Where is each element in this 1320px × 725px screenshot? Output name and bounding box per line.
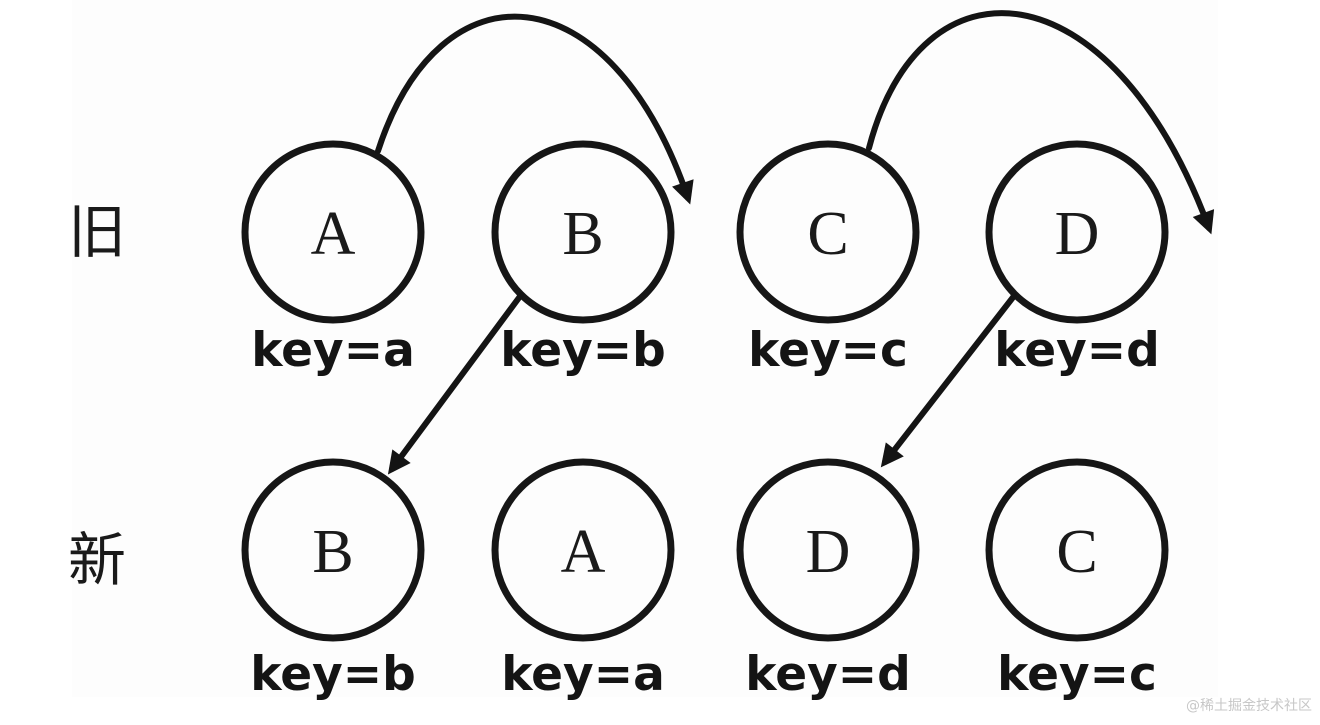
row-label-old: 旧: [68, 200, 126, 265]
old-node-b-circle: [491, 140, 675, 324]
old-node-c-circle: [736, 140, 920, 324]
old-node-a-key: key=a: [251, 323, 415, 378]
new-node-a-key: key=a: [501, 647, 665, 702]
row-label-new: 新: [68, 528, 126, 593]
old-node-a-letter: A: [311, 200, 356, 268]
old-node-d-letter: D: [1055, 200, 1100, 268]
new-node-d-letter: D: [806, 518, 851, 586]
new-node-c-circle: [985, 458, 1169, 642]
new-node-b: B key=b: [241, 458, 425, 702]
old-node-c: C key=c: [736, 140, 920, 378]
old-node-d-circle: [985, 140, 1169, 324]
old-node-c-letter: C: [807, 200, 848, 268]
old-node-a-circle: [241, 140, 425, 324]
new-node-c-letter: C: [1056, 518, 1097, 586]
new-node-b-letter: B: [312, 518, 353, 586]
new-node-d-circle: [736, 458, 920, 642]
move-arrow-a-past-b: [375, 13, 694, 205]
new-node-a: A key=a: [491, 458, 675, 702]
juejin-watermark: @稀土掘金技术社区: [1186, 698, 1312, 714]
new-node-c-key: key=c: [997, 647, 1157, 702]
new-node-a-circle: [491, 458, 675, 642]
new-node-c: C key=c: [985, 458, 1169, 702]
new-node-a-letter: A: [561, 518, 606, 586]
new-node-d-key: key=d: [745, 647, 911, 702]
old-node-d-key: key=d: [994, 323, 1160, 378]
old-node-a: A key=a: [241, 140, 425, 378]
new-node-b-circle: [241, 458, 425, 642]
old-node-b-letter: B: [562, 200, 603, 268]
reuse-arrow-old-b-to-new-b: [387, 292, 524, 475]
new-node-d: D key=d: [736, 458, 920, 702]
new-node-b-key: key=b: [250, 647, 416, 702]
old-node-c-key: key=c: [748, 323, 908, 378]
old-node-d: D key=d: [985, 140, 1169, 378]
reuse-arrow-old-d-to-new-d: [880, 293, 1017, 468]
old-node-b-key: key=b: [500, 323, 666, 378]
move-arrow-c-past-d: [866, 10, 1215, 235]
old-node-b: B key=b: [491, 140, 675, 378]
